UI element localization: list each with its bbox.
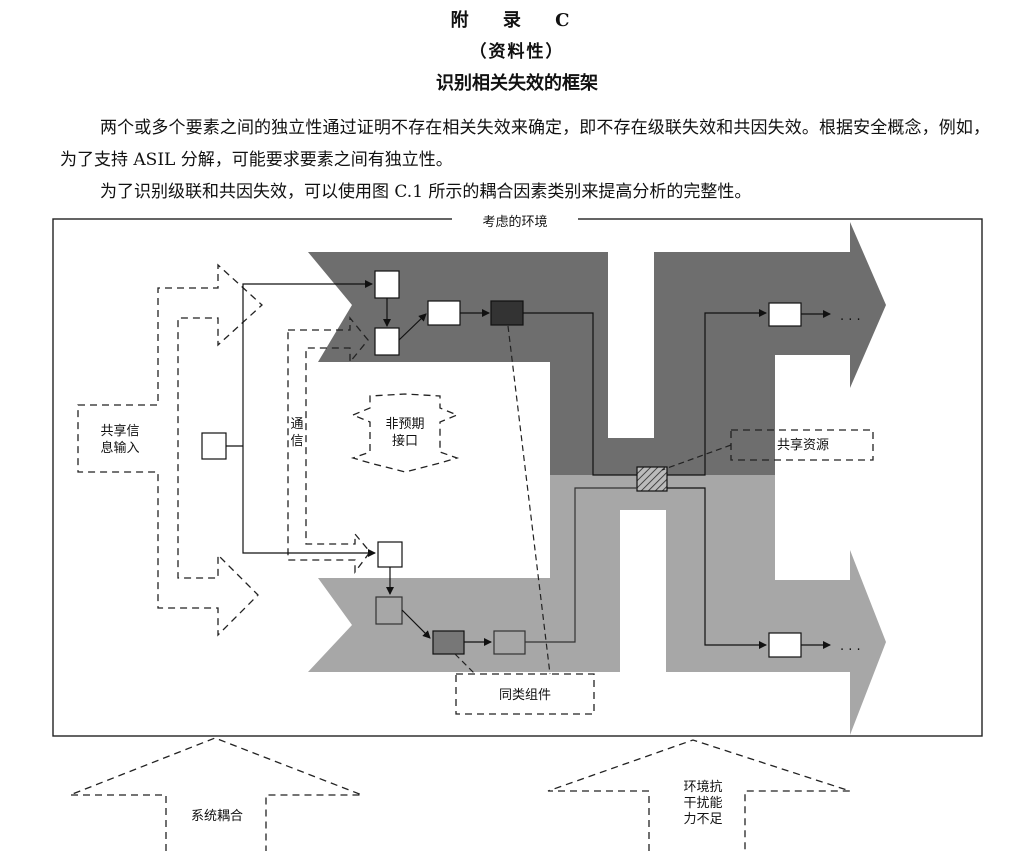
shared-input-arrow (77, 263, 263, 637)
appendix-title: 识别相关失效的框架 (436, 73, 598, 94)
communication-arrow (287, 316, 371, 574)
shared-to-top-right (667, 309, 767, 476)
flow-to-bottom (242, 446, 376, 557)
shared-to-bottom-right (667, 487, 767, 649)
env-robustness-label-1: 环境抗 (683, 780, 722, 795)
communication-label-1: 通 (290, 417, 303, 432)
light-band (308, 475, 886, 735)
bottom-flow-2 (401, 609, 431, 639)
shared-input-label-2: 息输入 (100, 440, 139, 456)
env-robustness-label-3: 力不足 (683, 812, 722, 827)
top-right-block (768, 302, 802, 327)
shared-resource-leader (661, 444, 732, 471)
system-coupling-label: 系统耦合 (191, 809, 243, 824)
unintended-interface-label-1: 非预期 (385, 417, 424, 432)
unintended-interface-box (350, 393, 460, 473)
source-block (201, 432, 227, 460)
bottom-right-block (768, 632, 802, 658)
top-block-3 (427, 300, 461, 326)
appendix-label: 附 录 C (450, 10, 584, 31)
flow-to-top (242, 280, 373, 446)
body-paragraph-2: 为了识别级联和共因失效，可以使用图 C.1 所示的耦合因素类别来提高分析的完整性… (100, 182, 752, 202)
same-component-leader-2 (454, 653, 476, 675)
body-paragraph-1: 两个或多个要素之间的独立性通过证明不存在相关失效来确定，即不存在级联失效和共因失… (60, 118, 990, 170)
dark-band (308, 222, 886, 475)
bottom-block-1 (377, 541, 403, 568)
top-flow-2 (398, 313, 427, 341)
top-block-2 (374, 327, 400, 356)
same-component-label: 同类组件 (499, 688, 551, 703)
top-block-1 (374, 270, 400, 299)
same-component-leader-1 (507, 325, 551, 675)
system-coupling-arrow (69, 737, 363, 851)
shared-resource-block (636, 466, 668, 492)
bottom-ellipsis: . . . (840, 639, 861, 654)
notch-bottom (620, 510, 666, 676)
top-to-shared-line (523, 312, 637, 476)
same-component-box (455, 673, 595, 715)
shared-input-label-1: 共享信 (100, 423, 139, 439)
env-robustness-arrow (547, 739, 851, 851)
top-block-4-dark (490, 300, 524, 326)
shared-resource-label: 共享资源 (777, 437, 829, 453)
env-robustness-label-2: 干扰能 (683, 796, 722, 811)
notch-top (608, 248, 654, 438)
communication-label-2: 信 (290, 434, 303, 449)
appendix-note: （资料性） (469, 42, 565, 62)
top-ellipsis: . . . (840, 309, 861, 324)
frame-title: 考虑的环境 (482, 214, 547, 230)
bottom-block-3-mid (432, 630, 465, 655)
unintended-interface-label-2: 接口 (392, 433, 418, 449)
bottom-to-shared-line (525, 487, 637, 643)
frame-title-gap (452, 212, 578, 228)
